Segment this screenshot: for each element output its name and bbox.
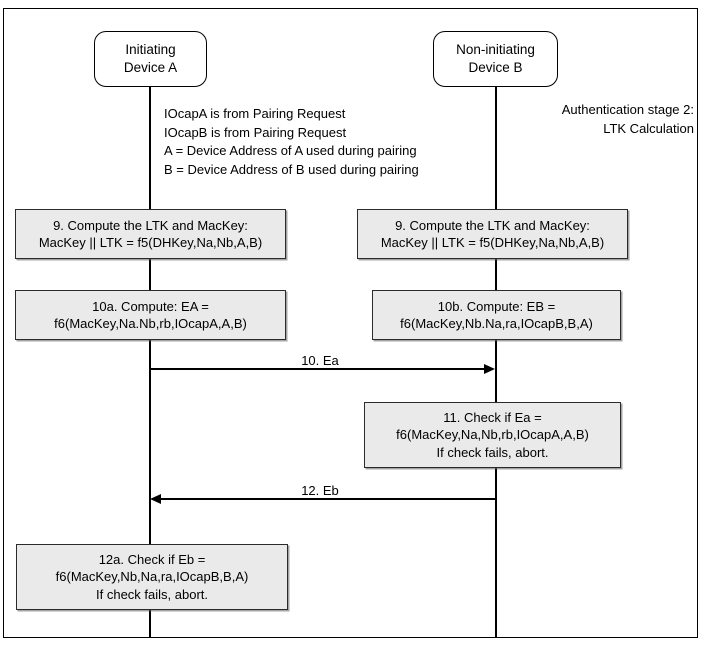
step11-line1: 11. Check if Ea =: [443, 409, 542, 425]
step11-line3: If check fails, abort.: [436, 444, 549, 460]
process-box-step10b[interactable]: 10b. Compute: EB = f6(MacKey,Nb.Na,ra,IO…: [372, 290, 621, 340]
lifeline-device-a: [149, 87, 151, 637]
legend-line2: IOcapB is from Pairing Request: [164, 124, 347, 140]
legend-line1: IOcapA is from Pairing Request: [164, 106, 346, 121]
stage-title-line1: Authentication stage 2:: [561, 102, 694, 117]
message-arrowhead-10-ea: [484, 364, 495, 374]
actor-b-line2: Device B: [468, 60, 523, 75]
message-line-12-eb: [155, 498, 495, 500]
step10a-line1: 10a. Compute: EA =: [92, 298, 209, 314]
step9a-line1: 9. Compute the LTK and MacKey:: [53, 217, 248, 233]
lifeline-device-b: [495, 87, 497, 637]
step11-line2: f6(MacKey,Na,Nb,rb,IOcapA,A,B): [396, 427, 589, 443]
diagram-outer-frame: Initiating Device A Non-initiating Devic…: [3, 8, 698, 638]
process-box-step10a[interactable]: 10a. Compute: EA = f6(MacKey,Na.Nb,rb,IO…: [15, 290, 286, 340]
step10b-line2: f6(MacKey,Nb.Na,ra,IOcapB,B,A): [400, 316, 593, 331]
message-label-10-ea: 10. Ea: [301, 353, 339, 368]
message-label-12-eb: 12. Eb: [301, 483, 339, 498]
actor-box-device-a[interactable]: Initiating Device A: [94, 31, 207, 87]
message-arrowhead-12-eb: [150, 494, 161, 504]
step10b-line1: 10b. Compute: EB =: [437, 298, 556, 314]
legend-line3: A = Device Address of A used during pair…: [164, 143, 417, 158]
message-line-10-ea: [150, 368, 490, 370]
actor-a-line1: Initiating: [125, 42, 176, 57]
step9a-line2: MacKey || LTK = f5(DHKey,Na,Nb,A,B): [38, 235, 263, 250]
legend-line4: B = Device Address of B used during pair…: [164, 161, 419, 177]
step12a-line3: If check fails, abort.: [96, 586, 208, 602]
actor-b-line1: Non-initiating: [456, 42, 535, 57]
process-box-step12a[interactable]: 12a. Check if Eb = f6(MacKey,Nb,Na,ra,IO…: [16, 544, 288, 610]
actor-box-device-b[interactable]: Non-initiating Device B: [433, 31, 558, 87]
legend-note: IOcapA is from Pairing Request IOcapB is…: [164, 105, 419, 179]
process-box-step11[interactable]: 11. Check if Ea = f6(MacKey,Na,Nb,rb,IOc…: [364, 402, 621, 468]
step12a-line2: f6(MacKey,Nb,Na,ra,IOcapB,B,A): [55, 569, 249, 585]
step12a-line1: 12a. Check if Eb =: [98, 551, 206, 567]
process-box-step9-device-b[interactable]: 9. Compute the LTK and MacKey: MacKey ||…: [357, 209, 628, 259]
process-box-step9-device-a[interactable]: 9. Compute the LTK and MacKey: MacKey ||…: [15, 209, 286, 259]
stage-title-note: Authentication stage 2: LTK Calculation: [404, 101, 694, 138]
step10a-line2: f6(MacKey,Na.Nb,rb,IOcapA,A,B): [54, 316, 247, 331]
step9b-line2: MacKey || LTK = f5(DHKey,Na,Nb,A,B): [380, 235, 605, 250]
step9b-line1: 9. Compute the LTK and MacKey:: [395, 217, 590, 233]
stage-title-line2: LTK Calculation: [603, 120, 694, 136]
actor-a-line2: Device A: [123, 60, 178, 75]
